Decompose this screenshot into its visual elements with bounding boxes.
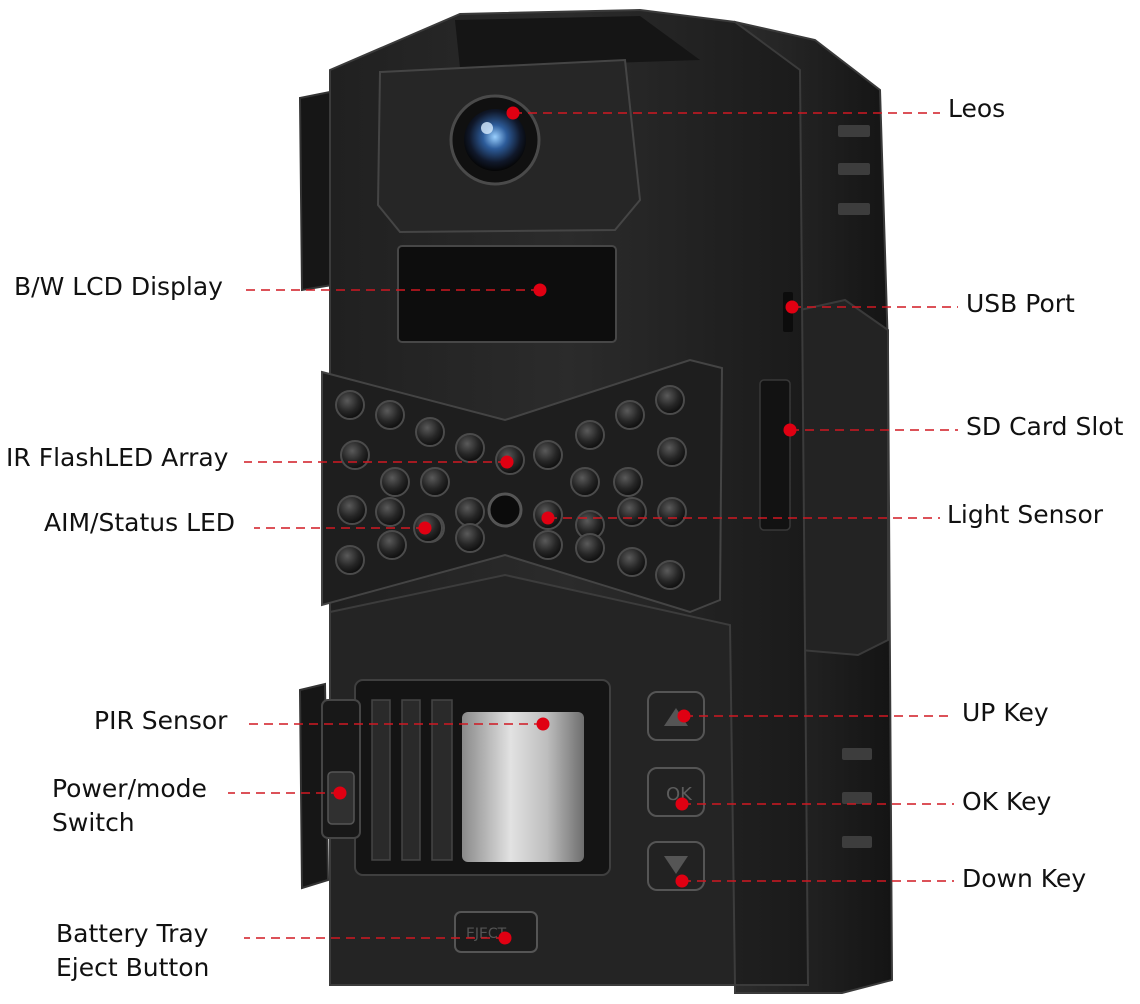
leader-dot-sd xyxy=(783,423,797,437)
ir-led xyxy=(570,467,600,497)
ir-led xyxy=(655,385,685,415)
down-arrow-icon xyxy=(664,856,688,874)
leader-dot-pir xyxy=(536,717,550,731)
pir-fins xyxy=(371,699,453,861)
leader-dot-light-sensor xyxy=(541,511,555,525)
lcd-window xyxy=(397,245,617,343)
ir-led xyxy=(455,523,485,553)
leader-dot-ok-key xyxy=(675,797,689,811)
ir-led xyxy=(455,497,485,527)
ir-led xyxy=(335,545,365,575)
ir-led xyxy=(575,420,605,450)
ir-led xyxy=(375,497,405,527)
label-power-line2: Switch xyxy=(52,808,135,837)
ir-led xyxy=(657,497,687,527)
lens-glass xyxy=(464,109,526,171)
leader-dot-usb xyxy=(785,300,799,314)
label-battery-eject: Battery Tray Eject Button xyxy=(56,917,209,985)
ir-led xyxy=(377,530,407,560)
label-power-line1: Power/mode xyxy=(52,774,207,803)
leader-dot-up-key xyxy=(677,709,691,723)
side-bulge xyxy=(799,298,889,657)
label-aim-led: AIM/Status LED xyxy=(44,508,236,537)
ir-led xyxy=(420,467,450,497)
label-up-key: UP Key xyxy=(962,698,1049,727)
leader-dot-down-key xyxy=(675,874,689,888)
label-pir: PIR Sensor xyxy=(94,706,228,735)
ir-led xyxy=(613,467,643,497)
label-ok-key: OK Key xyxy=(962,787,1052,816)
ir-led xyxy=(617,497,647,527)
ir-led xyxy=(380,467,410,497)
strap-clip-top xyxy=(298,90,334,292)
leader-dot-lens xyxy=(506,106,520,120)
leader-dot-ir-array xyxy=(500,455,514,469)
ir-led xyxy=(615,400,645,430)
label-sd: SD Card Slot xyxy=(966,412,1124,441)
ir-led-array xyxy=(335,385,687,590)
leader-dot-aim-led xyxy=(418,521,432,535)
label-battery-line1: Battery Tray xyxy=(56,919,209,948)
label-light-sensor: Light Sensor xyxy=(947,500,1104,529)
ir-led xyxy=(657,437,687,467)
leader-dot-power-switch xyxy=(333,786,347,800)
ir-led xyxy=(655,560,685,590)
top-visor xyxy=(455,16,700,68)
ir-led xyxy=(335,390,365,420)
ir-led xyxy=(375,400,405,430)
label-lens: Leos xyxy=(948,94,1006,123)
ir-led xyxy=(340,440,370,470)
ir-led xyxy=(533,530,563,560)
label-usb: USB Port xyxy=(966,289,1075,318)
ir-led xyxy=(415,417,445,447)
ir-led xyxy=(533,440,563,470)
ir-led xyxy=(575,533,605,563)
ir-led xyxy=(337,495,367,525)
label-battery-line2: Eject Button xyxy=(56,953,210,982)
leader-dot-lcd xyxy=(533,283,547,297)
label-down-key: Down Key xyxy=(962,864,1087,893)
label-ir-array: IR FlashLED Array xyxy=(6,443,229,472)
ir-led xyxy=(455,433,485,463)
sd-card-slot xyxy=(759,379,791,531)
pir-lens xyxy=(462,712,584,862)
leader-dot-battery-eject xyxy=(498,931,512,945)
eject-button[interactable] xyxy=(454,911,538,953)
callout-leaders xyxy=(228,106,958,945)
vent-slots xyxy=(838,125,872,848)
label-power-switch: Power/mode Switch xyxy=(52,772,207,840)
label-lcd: B/W LCD Display xyxy=(14,272,223,301)
ir-led xyxy=(617,547,647,577)
light-sensor-lens xyxy=(487,492,523,528)
lens-glint xyxy=(481,122,493,134)
